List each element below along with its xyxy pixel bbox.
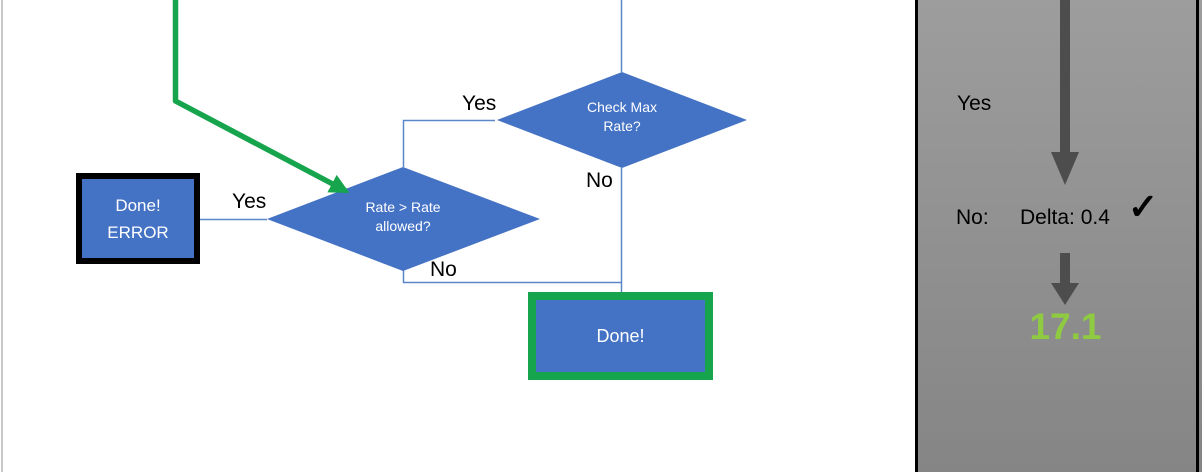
done-error-box-line1: Done! [115, 195, 161, 215]
diamond-rate-allowed-label: Rate > Rate allowed? [323, 198, 483, 236]
edge-label-check-no: No [586, 169, 613, 192]
side-panel: Yes No: Delta: 0.4 ✓ 17.1 [915, 0, 1202, 472]
diamond-rate-allowed [267, 167, 540, 271]
done-error-box: Done! ERROR [76, 173, 200, 264]
done-error-box-line2: ERROR [107, 222, 169, 242]
panel-yes-label: Yes [957, 92, 992, 115]
result-value: 17.1 [1029, 306, 1102, 347]
edge-label-rate-yes: Yes [232, 190, 267, 213]
connector-check-yes-to-rate-diamond [402, 119, 495, 167]
diamond-check-max-rate-label-line2: Rate? [603, 118, 641, 134]
panel-delta-label: Delta: 0.4 [1020, 206, 1110, 229]
panel-right-divider [1196, 0, 1199, 472]
diamond-rate-allowed-label-line1: Rate > Rate [365, 199, 441, 215]
checkmark-icon: ✓ [1128, 186, 1159, 227]
diamond-check-max-rate-label: Check Max Rate? [542, 98, 702, 136]
down-arrow-top-head [1051, 152, 1079, 185]
green-flow-arrow [172, 0, 350, 194]
edge-label-check-yes: Yes [462, 92, 497, 115]
done-box-label: Done! [596, 325, 645, 346]
done-box: Done! [528, 292, 713, 380]
slide-left-edge-line [1, 0, 3, 472]
flowchart-connector-layer [172, 0, 747, 292]
connector-rate-no-to-done [402, 270, 622, 284]
down-arrow-bottom-head [1051, 283, 1079, 305]
diamond-check-max-rate [497, 72, 747, 168]
edge-label-rate-no: No [430, 258, 457, 281]
down-arrow-top-shaft [1060, 0, 1070, 152]
down-arrow-bottom-shaft [1060, 253, 1070, 283]
diamond-rate-allowed-label-line2: allowed? [375, 218, 431, 234]
panel-no-label: No: [956, 206, 989, 229]
diamond-check-max-rate-label-line1: Check Max [586, 99, 658, 115]
